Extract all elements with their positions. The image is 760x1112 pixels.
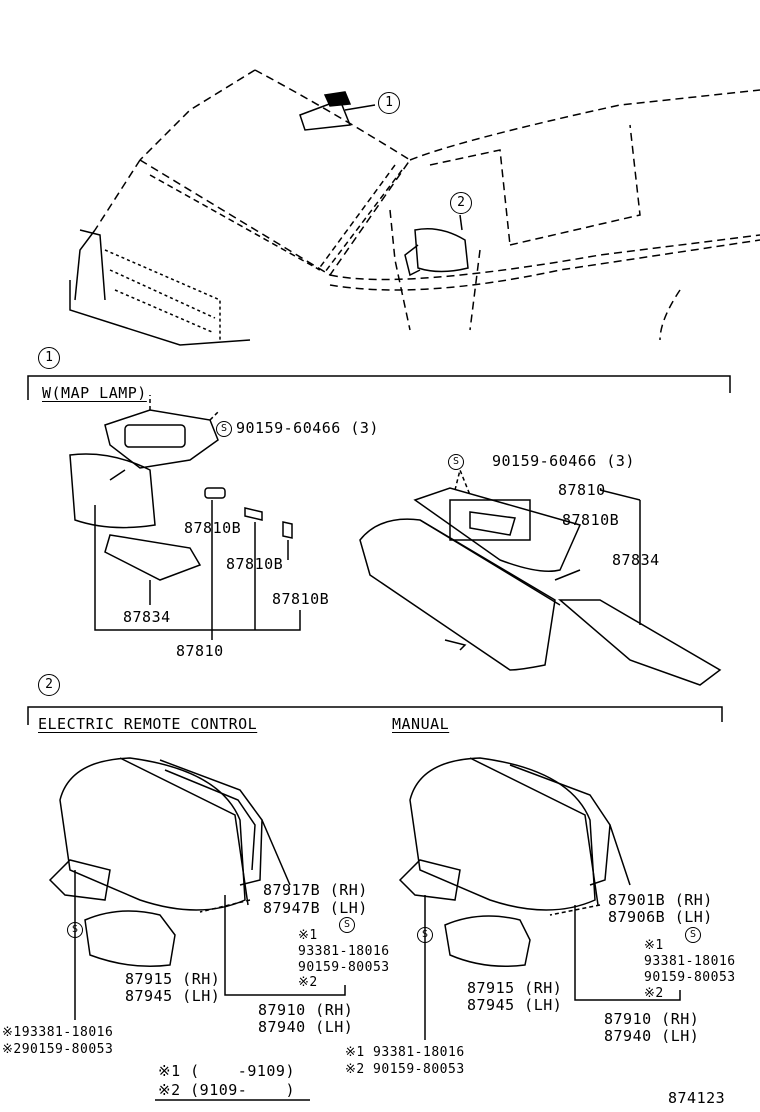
callout-2-vehicle: 2	[450, 192, 472, 214]
electric-bottom-note2: ※290159-80053	[2, 1042, 114, 1057]
electric-note2: ※2	[298, 975, 318, 990]
callout-2-section: 2	[38, 674, 60, 696]
section1-frame	[27, 375, 731, 400]
manual-mirror-art	[398, 757, 681, 1040]
bulb-part-left-3: 87810B	[272, 590, 330, 608]
manual-glass-lh: 87906B (LH)	[608, 908, 713, 926]
manual-note1: ※1	[644, 938, 664, 953]
manual-note2: ※2	[644, 986, 664, 1001]
electric-screw-icon-right: S	[339, 917, 355, 933]
cover-part-right: 87834	[612, 551, 660, 569]
manual-bottom-note1: ※1 93381-18016	[345, 1045, 465, 1060]
electric-screw-icon-left: S	[67, 922, 83, 938]
manual-bottom-note2: ※2 90159-80053	[345, 1062, 465, 1077]
electric-remote-header: ELECTRIC REMOTE CONTROL	[38, 715, 258, 733]
electric-cover-lh: 87945 (LH)	[125, 987, 221, 1005]
electric-assy-lh: 87940 (LH)	[258, 1018, 354, 1036]
bulb-part-left-2: 87810B	[226, 555, 284, 573]
manual-cover-lh: 87945 (LH)	[467, 996, 563, 1014]
electric-glass-rh: 87917B (RH)	[263, 881, 368, 899]
manual-note2-part: 90159-80053	[644, 970, 736, 985]
legend-note2: ※2 (9109- )	[158, 1081, 295, 1099]
manual-assy-rh: 87910 (RH)	[604, 1010, 700, 1028]
screw-icon-right: S	[448, 454, 464, 470]
screw-part-left: 90159-60466 (3)	[236, 419, 379, 437]
electric-note1-part: 93381-18016	[298, 944, 390, 959]
screw-icon-left: S	[216, 421, 232, 437]
electric-note2-part: 90159-80053	[298, 960, 390, 975]
manual-screw-icon-right: S	[685, 927, 701, 943]
legend-note1: ※1 ( -9109)	[158, 1062, 295, 1080]
electric-cover-rh: 87915 (RH)	[125, 970, 221, 988]
cover-part-left: 87834	[123, 608, 171, 626]
bulb-part-right: 87810B	[562, 511, 620, 529]
electric-bottom-note1: ※193381-18016	[2, 1025, 114, 1040]
assy-part-right: 87810	[558, 481, 606, 499]
manual-screw-icon-left: S	[417, 927, 433, 943]
bulb-part-left-1: 87810B	[184, 519, 242, 537]
manual-cover-rh: 87915 (RH)	[467, 979, 563, 997]
diagram-number: 874123	[668, 1089, 726, 1107]
vehicle-outline	[69, 69, 760, 346]
section2-frame	[27, 706, 723, 725]
map-lamp-left	[69, 395, 301, 640]
electric-mirror-art	[48, 757, 346, 1020]
map-lamp-right	[359, 467, 722, 686]
screw-part-right: 90159-60466 (3)	[492, 452, 635, 470]
manual-header: MANUAL	[392, 715, 450, 733]
manual-glass-rh: 87901B (RH)	[608, 891, 713, 909]
section1-header: W(MAP LAMP)	[42, 384, 147, 402]
electric-glass-lh: 87947B (LH)	[263, 899, 368, 917]
manual-note1-part: 93381-18016	[644, 954, 736, 969]
electric-note1: ※1	[298, 928, 318, 943]
assy-part-left: 87810	[176, 642, 224, 660]
electric-assy-rh: 87910 (RH)	[258, 1001, 354, 1019]
manual-assy-lh: 87940 (LH)	[604, 1027, 700, 1045]
callout-1-vehicle: 1	[378, 92, 400, 114]
callout-1-section: 1	[38, 347, 60, 369]
